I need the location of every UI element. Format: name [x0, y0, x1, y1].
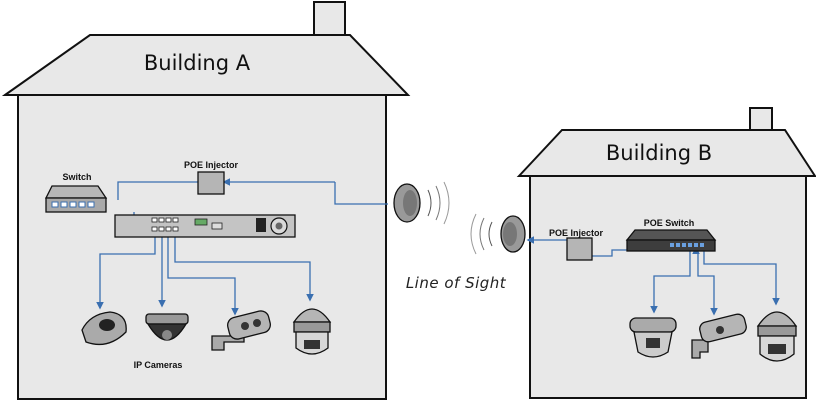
poe-switch-label: POE Switch [644, 218, 695, 228]
wire-switch-injector [117, 181, 198, 200]
wire-nvr-camera-4 [174, 236, 314, 302]
building-b: Building B [516, 107, 816, 399]
poe-injector-b-label: POE Injector [549, 228, 604, 238]
camera-b2-icon [691, 313, 747, 359]
wire-poe-camera-3 [703, 250, 780, 306]
building-b-wall [529, 175, 807, 399]
building-b-title: Building B [606, 141, 712, 165]
antenna-a-icon [393, 181, 450, 225]
camera-a4-icon [292, 308, 332, 355]
wire-nvr-camera-3 [167, 236, 239, 316]
poe-injector-a-label: POE Injector [184, 160, 239, 170]
camera-b1-icon [629, 317, 677, 358]
wire-injector-antenna [334, 182, 388, 205]
building-a-chimney [313, 1, 346, 39]
poe-switch-device [625, 229, 717, 252]
camera-a3-icon [211, 310, 271, 351]
camera-b3-icon [756, 311, 798, 362]
wire-poe-camera-1 [650, 250, 691, 314]
wire-nvr-camera-1 [96, 236, 156, 310]
wire-poe-camera-2 [697, 250, 718, 316]
camera-a2-icon [145, 313, 189, 341]
building-a-title: Building A [144, 51, 251, 75]
poe-injector-a [197, 171, 225, 195]
ip-cameras-label: IP Cameras [134, 360, 183, 370]
building-a-wall [17, 94, 387, 400]
switch-device [44, 185, 108, 213]
poe-injector-b [566, 237, 593, 261]
building-b-chimney [749, 107, 773, 131]
camera-a1-icon [81, 311, 127, 346]
switch-label: Switch [62, 172, 91, 182]
nvr-device [114, 214, 296, 238]
line-of-sight-label: Line of Sight [406, 274, 507, 292]
antenna-b-icon [470, 213, 526, 255]
